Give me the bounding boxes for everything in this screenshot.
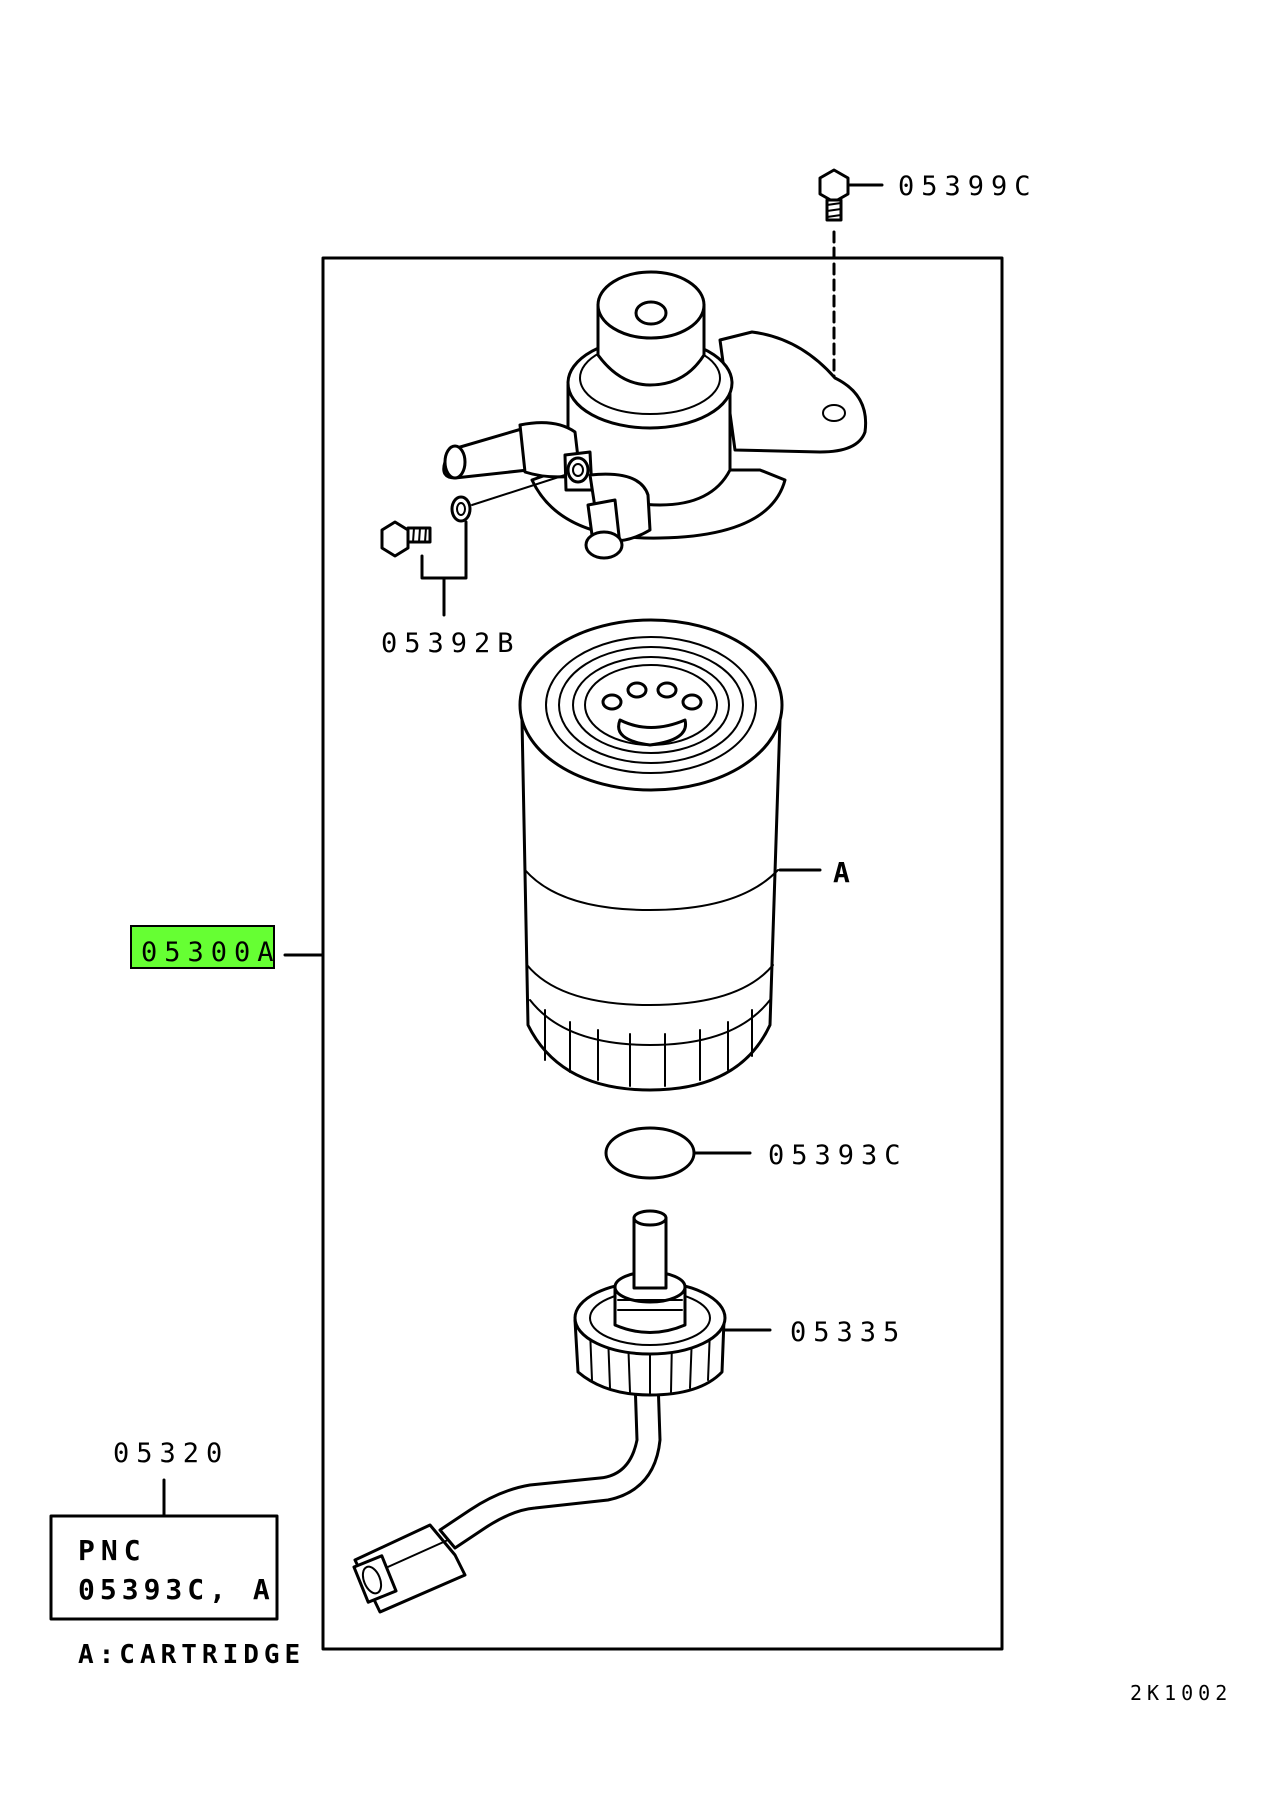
label-05320[interactable]: 05320 bbox=[113, 1438, 229, 1469]
washer-leader bbox=[471, 474, 566, 506]
filter-head[interactable] bbox=[442, 270, 868, 560]
o-ring[interactable] bbox=[604, 1126, 696, 1180]
label-05392B[interactable]: 05392B bbox=[381, 628, 521, 659]
drain-plug-sensor[interactable] bbox=[352, 1209, 727, 1614]
highlighted-part-05300A[interactable]: 05300A bbox=[130, 925, 281, 969]
diagram-code: 2K1002 bbox=[1130, 1681, 1232, 1705]
kit-box bbox=[49, 1514, 279, 1621]
gasket-washer[interactable] bbox=[450, 495, 472, 523]
bracket-05392B bbox=[420, 520, 468, 617]
filter-cartridge[interactable] bbox=[518, 618, 784, 1092]
kit-pnc-label: PNC bbox=[78, 1534, 147, 1567]
top-bolt[interactable] bbox=[818, 168, 850, 222]
label-05335[interactable]: 05335 bbox=[790, 1317, 906, 1348]
label-05393C[interactable]: 05393C bbox=[768, 1140, 908, 1171]
kit-contents-label[interactable]: 05393C, A bbox=[78, 1573, 275, 1606]
label-05300A[interactable]: 05300A bbox=[141, 937, 281, 968]
label-05399C[interactable]: 05399C bbox=[898, 171, 1038, 202]
bleed-bolt[interactable] bbox=[380, 520, 432, 558]
note-cartridge: A:CARTRIDGE bbox=[78, 1640, 305, 1670]
label-cartridge-a[interactable]: A bbox=[833, 856, 856, 889]
